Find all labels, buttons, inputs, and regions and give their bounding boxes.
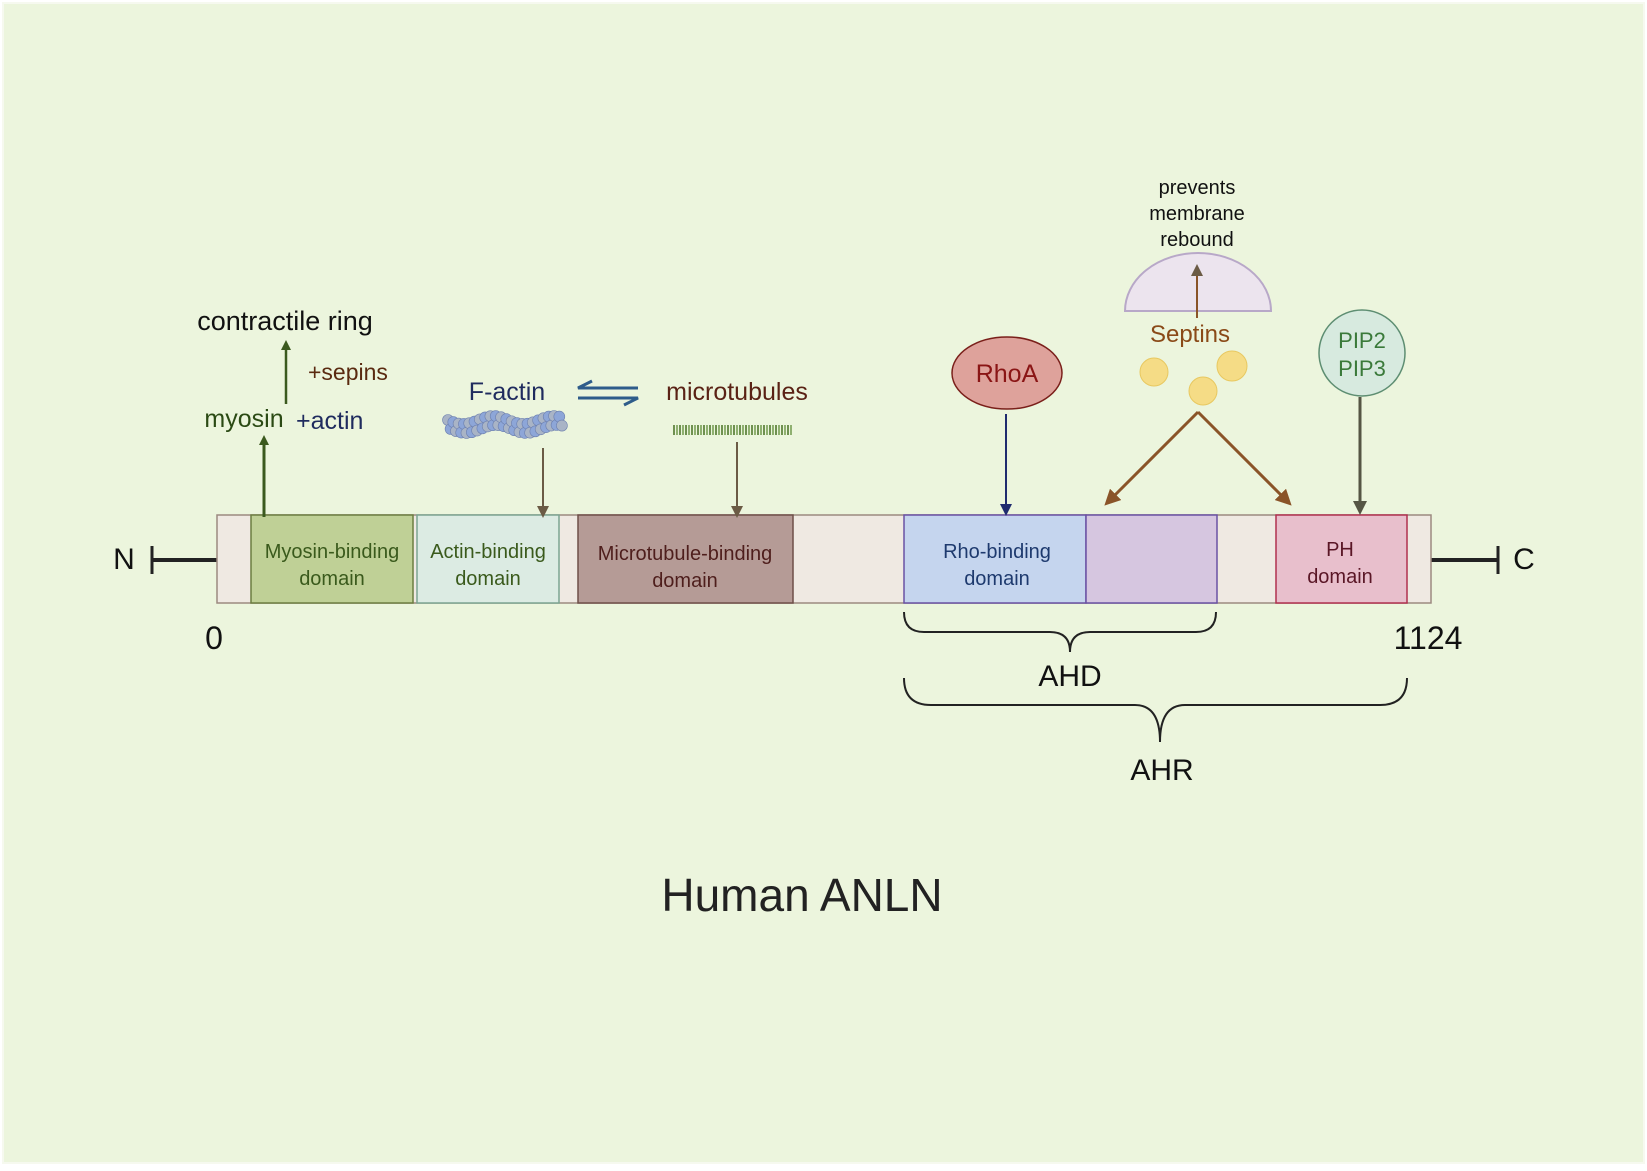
septin-dot [1216,350,1248,382]
prevents-line1: prevents [1159,177,1236,199]
actin-binding-domain: Actin-binding domain [416,514,560,604]
ahd-extension [1085,514,1218,604]
microtubule-binding-domain: Microtubule-binding domain [577,514,794,604]
rho-binding-domain: Rho-binding domain [903,514,1087,604]
pip3-label: PIP3 [1338,356,1386,381]
ahd-label: AHD [1038,660,1101,693]
septins-label: Septins [1150,321,1230,348]
myosin-domain-line2: domain [299,568,365,590]
rhoa-ellipse [951,336,1063,410]
f-actin-label: F-actin [469,378,545,406]
end-residue: 1124 [1394,620,1463,656]
rhoa-label: RhoA [976,360,1039,388]
microtubules-label: microtubules [666,378,808,406]
microtubule-domain-line1: Microtubule-binding [598,543,773,565]
ph-domain-line2: domain [1307,566,1373,588]
actin-plus-label: +actin [296,407,363,435]
myosin-domain-line1: Myosin-binding [265,541,400,563]
n-terminal-label: N [113,543,135,576]
actin-subunit [556,419,568,432]
ahd-brace [903,611,1217,653]
prevents-line2: membrane [1149,203,1245,225]
septin-dot [1188,376,1218,406]
equilibrium-arrows-icon [577,379,639,407]
sepins-label: +sepins [308,359,388,385]
actin-domain-line1: Actin-binding [430,541,546,563]
pip2-label: PIP2 [1338,328,1386,353]
myosin-binding-domain: Myosin-binding domain [250,514,414,604]
rho-domain-line2: domain [964,568,1030,590]
microtubule-domain-line2: domain [652,570,718,592]
pip-circle [1318,309,1406,397]
ph-domain: PH domain [1275,514,1408,604]
septins-arrow-right [1196,410,1292,506]
figure-title: Human ANLN [661,869,942,921]
contractile-ring-label: contractile ring [197,306,373,336]
septin-dot [1139,357,1169,387]
actin-domain-line2: domain [455,568,521,590]
c-terminal-label: C [1513,543,1535,576]
ph-domain-line1: PH [1326,539,1354,561]
rho-domain-line1: Rho-binding [943,541,1051,563]
prevents-line3: rebound [1160,229,1233,251]
f-actin-filament-icon [442,410,568,439]
start-residue: 0 [205,620,223,656]
ahr-label: AHR [1130,754,1193,787]
myosin-label: myosin [204,405,283,433]
microtubule-filament-icon [673,425,792,435]
septins-arrow-left [1104,410,1200,506]
ahr-brace [903,677,1408,743]
